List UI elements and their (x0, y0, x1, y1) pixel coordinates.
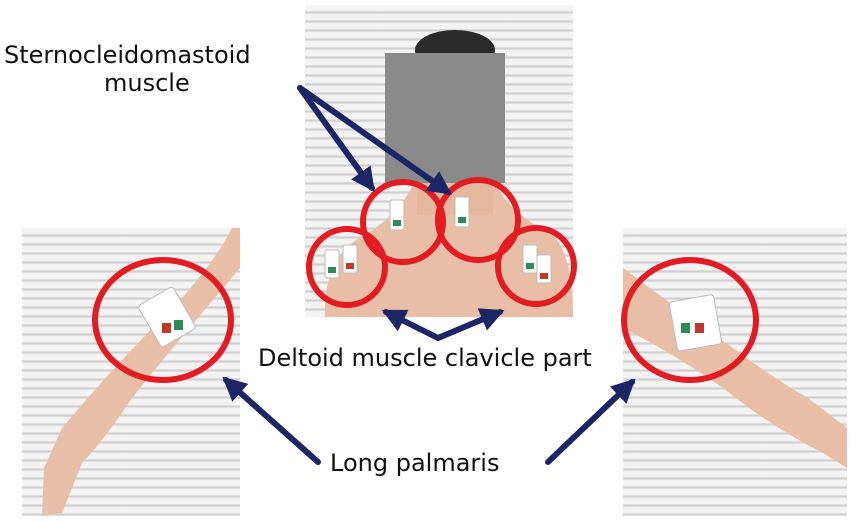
palmaris-label: Long palmaris (330, 449, 500, 477)
face-censor-box (385, 53, 505, 183)
sternocleidomastoid-label-line1: Sternocleidomastoid (4, 41, 251, 69)
right-forearm-illustration (623, 268, 847, 468)
sternocleidomastoid-label-line2: muscle (104, 68, 190, 97)
right-forearm-photo (623, 228, 847, 516)
sternocleidomastoid-label: Sternocleidomastoid muscle (4, 41, 251, 97)
deltoid-label: Deltoid muscle clavicle part (258, 344, 592, 372)
arrow-palmaris-right (545, 378, 636, 465)
neck-shoulders-photo (305, 5, 573, 317)
left-forearm-photo (22, 228, 240, 516)
left-forearm-illustration (42, 228, 240, 516)
neck-shoulders-illustration (324, 30, 573, 317)
